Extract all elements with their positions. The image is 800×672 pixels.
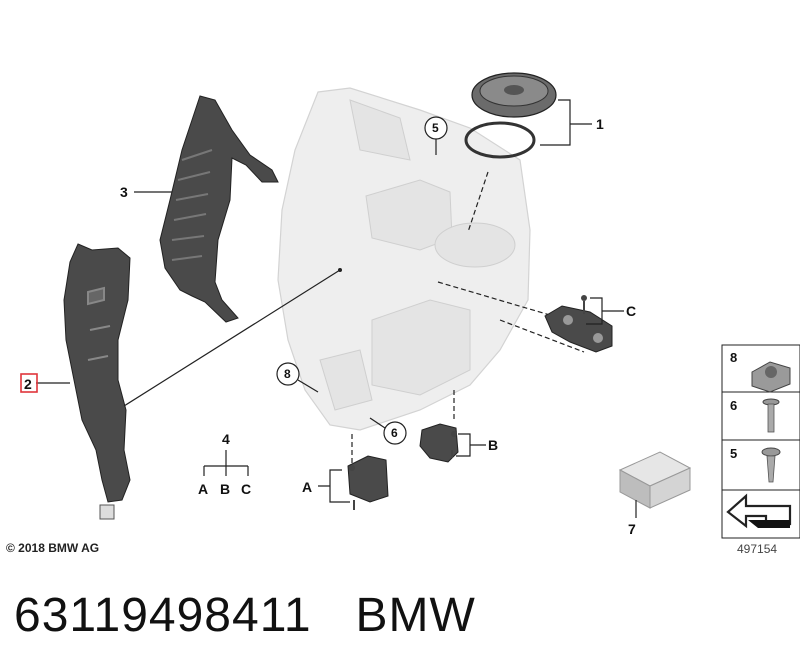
callout-7: 7: [628, 521, 636, 537]
callout-circle-8: [276, 362, 300, 386]
callout-circle-6: [383, 421, 407, 445]
part-1-cover-cap: [471, 72, 557, 118]
part-1-gasket-ring: [464, 121, 536, 159]
callout-a: A: [302, 479, 312, 495]
legend-8-label: 8: [730, 350, 737, 365]
callout-5-label: 5: [432, 121, 439, 135]
brand-name: BMW: [355, 589, 476, 642]
callout-2: 2: [24, 376, 32, 392]
screw-6-icon: [762, 398, 780, 433]
part-c-mount: [544, 305, 613, 353]
part-a-bracket: [347, 455, 389, 503]
callout-4-a: A: [198, 481, 208, 497]
callout-1: 1: [596, 116, 604, 132]
callout-8-label: 8: [284, 367, 291, 381]
part-number: 63119498411: [14, 589, 312, 642]
part-3-bracket: [159, 95, 279, 323]
legend-6-label: 6: [730, 398, 737, 413]
callout-4-c: C: [241, 481, 251, 497]
legend-5-label: 5: [730, 446, 737, 461]
callout-c: C: [626, 303, 636, 319]
document-number: 497154: [737, 542, 778, 556]
part-2-side-trim: [63, 243, 131, 520]
footer-caption: 63119498411 BMW: [14, 588, 520, 643]
clip-nut-icon: [751, 361, 791, 393]
arrow-shape-icon: [726, 493, 792, 529]
screw-a-icon: [349, 465, 355, 510]
callout-4: 4: [222, 431, 230, 447]
callout-4-b: B: [220, 481, 230, 497]
screw-c-icon: [581, 295, 587, 314]
part-7-box: [618, 451, 692, 509]
highlight-box: [20, 373, 38, 393]
callout-6-label: 6: [391, 426, 398, 440]
callout-3: 3: [120, 184, 128, 200]
screw-b-icon: [451, 431, 457, 458]
parts-diagram: 1 3 2 5 8 6 C: [20, 72, 800, 539]
headlight-housing-ghost: [277, 87, 531, 431]
fastener-legend: 8 6 5: [721, 344, 800, 539]
callout-b: B: [488, 437, 498, 453]
copyright-notice: © 2018 BMW AG: [6, 541, 100, 555]
screw-5-icon: [761, 447, 781, 483]
